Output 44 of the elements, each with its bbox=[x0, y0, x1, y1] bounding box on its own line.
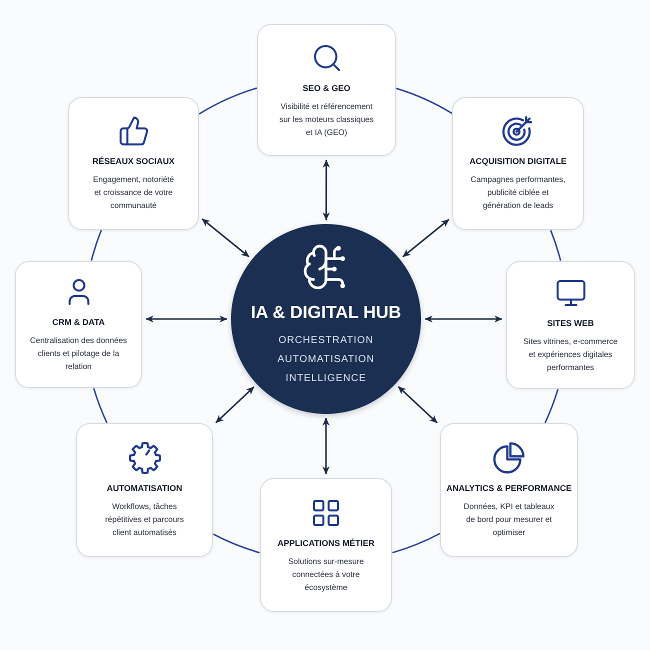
double-arrow bbox=[322, 160, 330, 220]
card-description: Engagement, notoriété et croissance de votre communauté bbox=[92, 174, 175, 212]
card-description: Campagnes performantes, publicité ciblée et génération de leads bbox=[470, 174, 566, 212]
ring-arc bbox=[550, 230, 562, 261]
ring-arc bbox=[213, 534, 260, 554]
card-title: RÉSEAUX SOCIAUX bbox=[92, 156, 175, 167]
double-arrow bbox=[215, 386, 254, 424]
card-description: Centralisation des données clients et pilotage de la relation bbox=[29, 335, 128, 373]
card-title: SITES WEB bbox=[547, 318, 594, 328]
card-description: Workflows, tâches répétitives et parcours client automatisés bbox=[104, 500, 185, 538]
card-title: AUTOMATISATION bbox=[106, 482, 182, 494]
service-card bbox=[257, 24, 396, 156]
ring-arc bbox=[198, 87, 258, 115]
ring-arc bbox=[396, 88, 452, 114]
hub-keyword: AUTOMATISATION bbox=[277, 353, 375, 367]
card-title: ANALYTICS & PERFORMANCE bbox=[446, 482, 572, 494]
service-card bbox=[68, 97, 199, 230]
card-title: APPLICATIONS MÉTIER bbox=[277, 538, 375, 548]
card-title: CRM & DATA bbox=[52, 317, 105, 328]
card-description: Visibilité et référencement sur les moteurs classiques et IA (GEO) bbox=[278, 100, 375, 138]
hub-keyword: ORCHESTRATION bbox=[278, 334, 374, 348]
ring-arc bbox=[544, 389, 559, 424]
double-arrow bbox=[424, 315, 502, 323]
double-arrow bbox=[202, 218, 250, 258]
double-arrow bbox=[398, 386, 438, 424]
service-card bbox=[452, 97, 584, 230]
service-card bbox=[15, 261, 142, 388]
ring-arc bbox=[93, 388, 108, 424]
card-title: SEO & GEO bbox=[302, 82, 350, 94]
service-card bbox=[260, 478, 392, 612]
double-arrow bbox=[146, 315, 228, 323]
card-description: Sites vitrines, e-commerce et expériences digitales performantes bbox=[522, 336, 619, 374]
service-card bbox=[440, 423, 578, 557]
hub-keyword: INTELLIGENCE bbox=[286, 372, 366, 386]
card-title: ACQUISITION DIGITALE bbox=[469, 156, 567, 167]
double-arrow bbox=[402, 218, 450, 258]
service-card bbox=[506, 261, 635, 389]
card-description: Données, KPI et tableaux de bord pour mesurer et optimiser bbox=[462, 500, 556, 538]
service-card bbox=[76, 423, 213, 557]
ring-arc bbox=[90, 230, 102, 261]
card-description: Solutions sur-mesure connectées à votre écosystème bbox=[287, 556, 365, 594]
hub-title: IA & DIGITAL HUB bbox=[250, 302, 402, 323]
double-arrow bbox=[322, 418, 330, 474]
ring-arc bbox=[392, 532, 440, 554]
